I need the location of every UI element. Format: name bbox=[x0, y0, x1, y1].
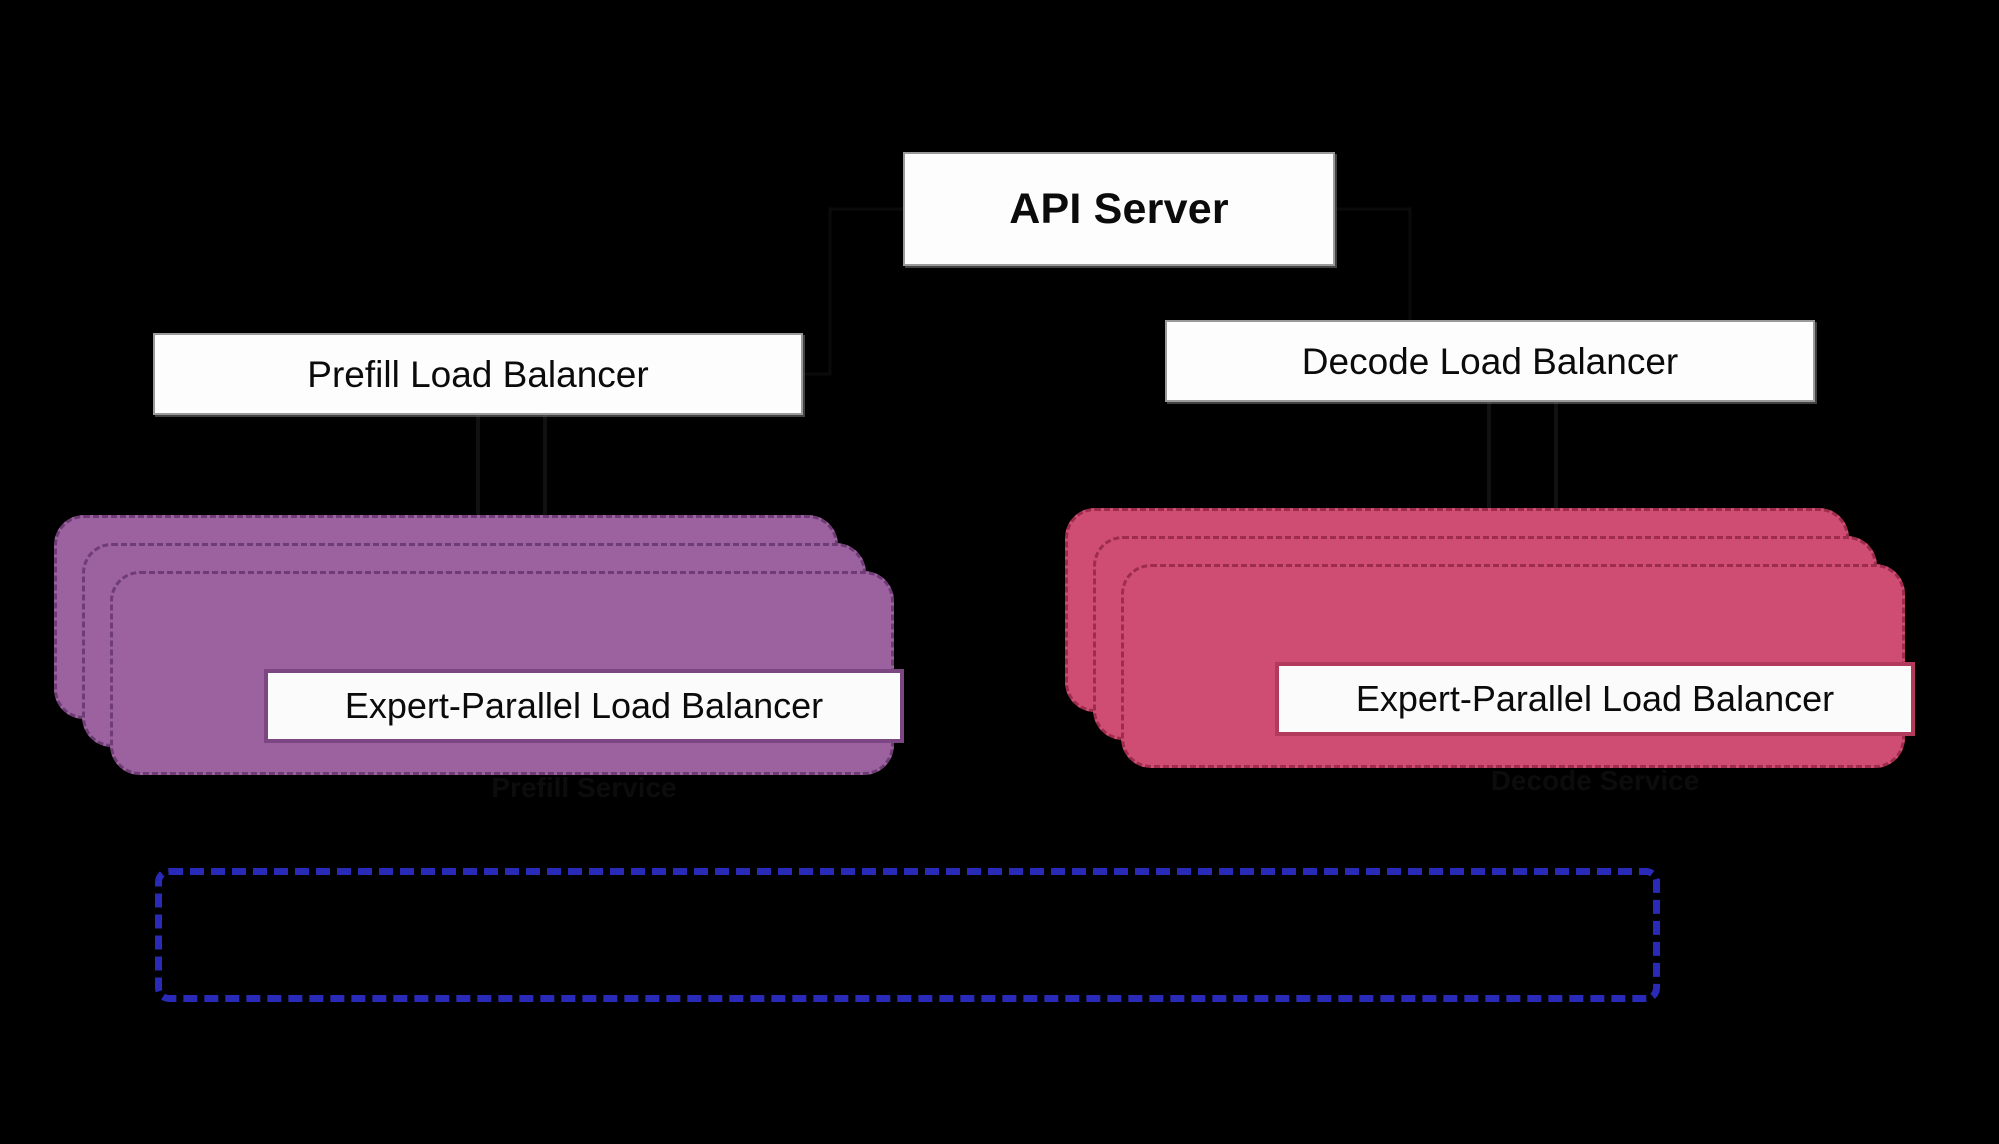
prefill-load-balancer-label: Prefill Load Balancer bbox=[307, 353, 649, 395]
prefill-service-label: Prefill Service bbox=[491, 772, 677, 803]
decode-service-replica-front[interactable]: Expert-Parallel Load Balancer Decode Ser… bbox=[1121, 564, 1915, 795]
blue-dashed-frame[interactable] bbox=[155, 868, 1660, 1002]
decode-load-balancer-node[interactable]: Decode Load Balancer bbox=[1165, 320, 1815, 402]
prefill-service-replica-front[interactable]: Expert-Parallel Load Balancer Prefill Se… bbox=[110, 571, 904, 802]
api-server-node[interactable]: API Server bbox=[903, 152, 1335, 266]
decode-expert-parallel-load-balancer-box[interactable]: Expert-Parallel Load Balancer bbox=[1275, 662, 1915, 736]
decode-load-balancer-label: Decode Load Balancer bbox=[1301, 340, 1679, 382]
prefill-expert-parallel-load-balancer-box[interactable]: Expert-Parallel Load Balancer bbox=[264, 669, 904, 743]
prefill-load-balancer-node[interactable]: Prefill Load Balancer bbox=[153, 333, 803, 415]
prefill-expert-parallel-load-balancer-label: Expert-Parallel Load Balancer bbox=[344, 685, 824, 726]
prefill-service-stack[interactable]: Expert-Parallel Load Balancer Prefill Se… bbox=[54, 515, 904, 802]
decode-service-label: Decode Service bbox=[1490, 765, 1700, 796]
api-server-label: API Server bbox=[1009, 184, 1229, 233]
decode-service-stack[interactable]: Expert-Parallel Load Balancer Decode Ser… bbox=[1065, 508, 1915, 795]
decode-expert-parallel-load-balancer-label: Expert-Parallel Load Balancer bbox=[1355, 678, 1835, 719]
